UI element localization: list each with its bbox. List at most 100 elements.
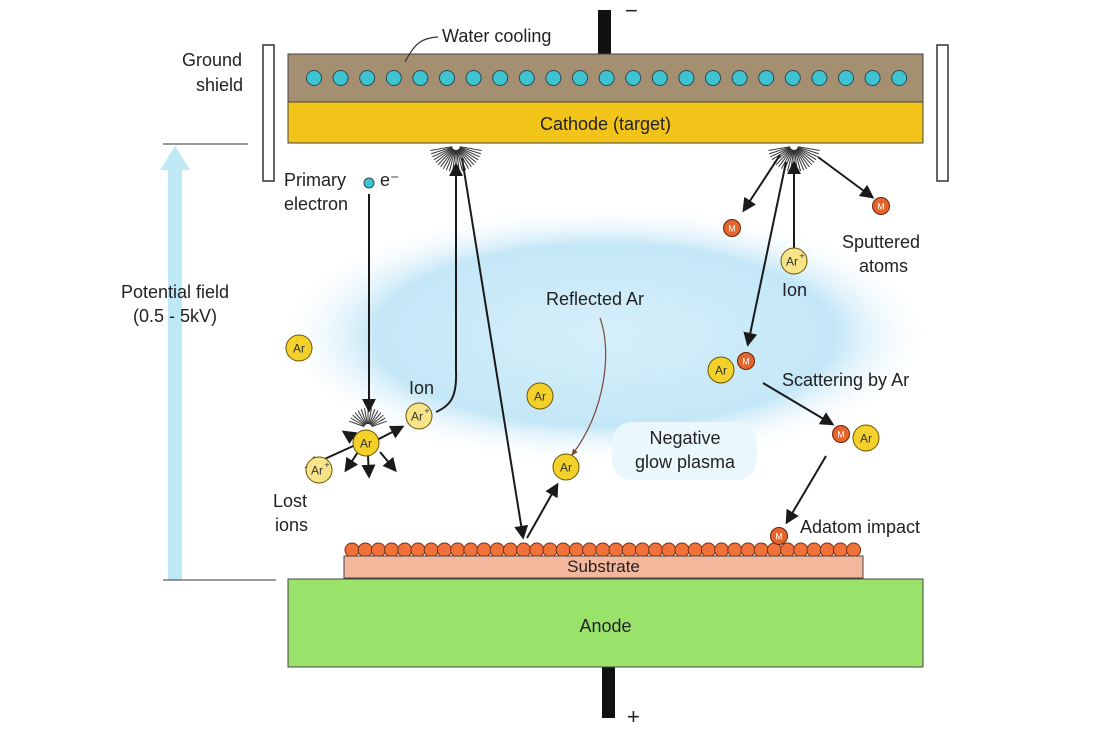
film-atom <box>502 542 518 558</box>
burst-ray <box>459 146 481 155</box>
metal-symbol: M <box>837 430 845 440</box>
sputter-path-right-m <box>817 156 875 199</box>
film-atom <box>648 542 664 558</box>
sputtered-atoms-label-1: Sputtered <box>842 232 921 252</box>
burst-ray <box>437 148 454 166</box>
substrate <box>343 555 864 579</box>
burst-ray <box>771 147 791 161</box>
film-atom <box>740 542 756 558</box>
film-atom <box>463 542 479 558</box>
cooling-hole <box>412 70 429 86</box>
film-atom <box>621 542 637 558</box>
cooling-hole <box>838 70 854 86</box>
burst-ray <box>371 420 387 428</box>
film-atom <box>766 542 782 558</box>
burst-ray <box>796 148 815 163</box>
sputtered-atom-right: M <box>872 197 890 215</box>
cooling-holes <box>306 70 908 86</box>
ground-shield-right <box>936 44 949 182</box>
burst-arrow-4 <box>379 451 397 473</box>
plasma-label-bg <box>612 422 757 480</box>
lost-ions-label-1: Lost <box>273 491 308 511</box>
burst-ray <box>371 417 386 427</box>
reflected-path-up <box>526 482 559 539</box>
film-atom <box>608 542 624 558</box>
film-atom <box>384 542 400 558</box>
burst-ray <box>445 149 455 171</box>
burst-arrow-3 <box>344 451 359 473</box>
anode-terminal <box>602 666 615 718</box>
scattering-path <box>762 382 835 426</box>
argon-atom-scatter: Ar <box>707 356 735 384</box>
sputtered-atoms-label-2: atoms <box>859 256 909 276</box>
argon-ion-symbol: Ar <box>786 255 798 269</box>
ion-charge-symbol: + <box>799 251 804 261</box>
ion-path-left <box>435 162 463 413</box>
film-atom <box>397 542 413 558</box>
argon-symbol: Ar <box>860 432 872 446</box>
burst-ray <box>458 148 477 163</box>
cooling-hole <box>811 70 828 86</box>
cooling-hole <box>545 70 562 86</box>
cooling-hole <box>891 70 908 86</box>
potential-field-label-2: (0.5 - 5kV) <box>132 306 218 326</box>
film-atom <box>357 542 373 558</box>
film-atom <box>832 542 848 558</box>
burst-ray <box>442 149 455 169</box>
burst-ray <box>433 147 453 161</box>
trajectories <box>304 154 875 540</box>
argon-ion-right: Ar+ <box>780 247 808 275</box>
plasma-label-1: Negative <box>649 428 721 448</box>
primary-electron-label-2: electron <box>284 194 349 214</box>
impact-burst-cathode-right <box>768 146 820 172</box>
potential-field-arrow <box>160 143 276 581</box>
sputter-path-long <box>743 161 787 347</box>
argon-symbol: Ar <box>715 364 727 378</box>
cooling-hole <box>385 70 402 86</box>
sputtered-atom-left: M <box>723 219 741 237</box>
film-atom <box>450 542 466 558</box>
cooling-hole <box>465 70 482 86</box>
ground-shield-left <box>262 44 275 182</box>
cooling-hole <box>359 70 376 86</box>
adatom-impact-label: Adatom impact <box>800 517 921 537</box>
lost-ions-label-2: ions <box>275 515 309 535</box>
burst-ray <box>795 148 810 168</box>
burst-ray <box>775 148 792 166</box>
metal-atom-scatter-2: M <box>832 425 850 443</box>
burst-ray <box>796 148 813 166</box>
cathode-target <box>287 101 924 144</box>
argon-atom-ionized: Ar <box>352 429 380 457</box>
film-atom <box>806 542 822 558</box>
film-atom <box>780 542 796 558</box>
cooling-hole <box>705 70 721 86</box>
cooling-hole <box>678 70 695 86</box>
primary-electron-label-1: Primary <box>284 170 346 190</box>
burst-ray <box>795 149 808 169</box>
cooling-hole <box>572 70 588 86</box>
metal-symbol: M <box>742 357 750 367</box>
burst-ray <box>769 146 791 155</box>
deposited-film <box>344 542 862 558</box>
cooling-hole <box>625 70 642 86</box>
argon-atom-scatter-2: Ar <box>852 424 880 452</box>
reflected-ar-label: Reflected Ar <box>546 289 645 309</box>
cooling-hole <box>731 70 748 86</box>
potential-field-label-1: Potential field <box>120 282 230 302</box>
cooling-hole <box>492 70 509 86</box>
film-atom <box>793 542 809 558</box>
burst-ray <box>457 148 472 168</box>
burst-ray <box>430 146 453 152</box>
burst-ray <box>369 410 379 425</box>
film-atom <box>410 542 426 558</box>
burst-ray <box>370 412 382 426</box>
anode-polarity-plus: + <box>627 704 640 729</box>
substrate-label: Substrate <box>567 557 640 576</box>
argon-symbol: Ar <box>360 437 372 451</box>
cooling-hole <box>332 70 349 86</box>
burst-ray <box>370 414 384 426</box>
argon-symbol: Ar <box>293 342 305 356</box>
ion-label-right: Ion <box>782 280 808 300</box>
burst-ray <box>440 148 455 168</box>
